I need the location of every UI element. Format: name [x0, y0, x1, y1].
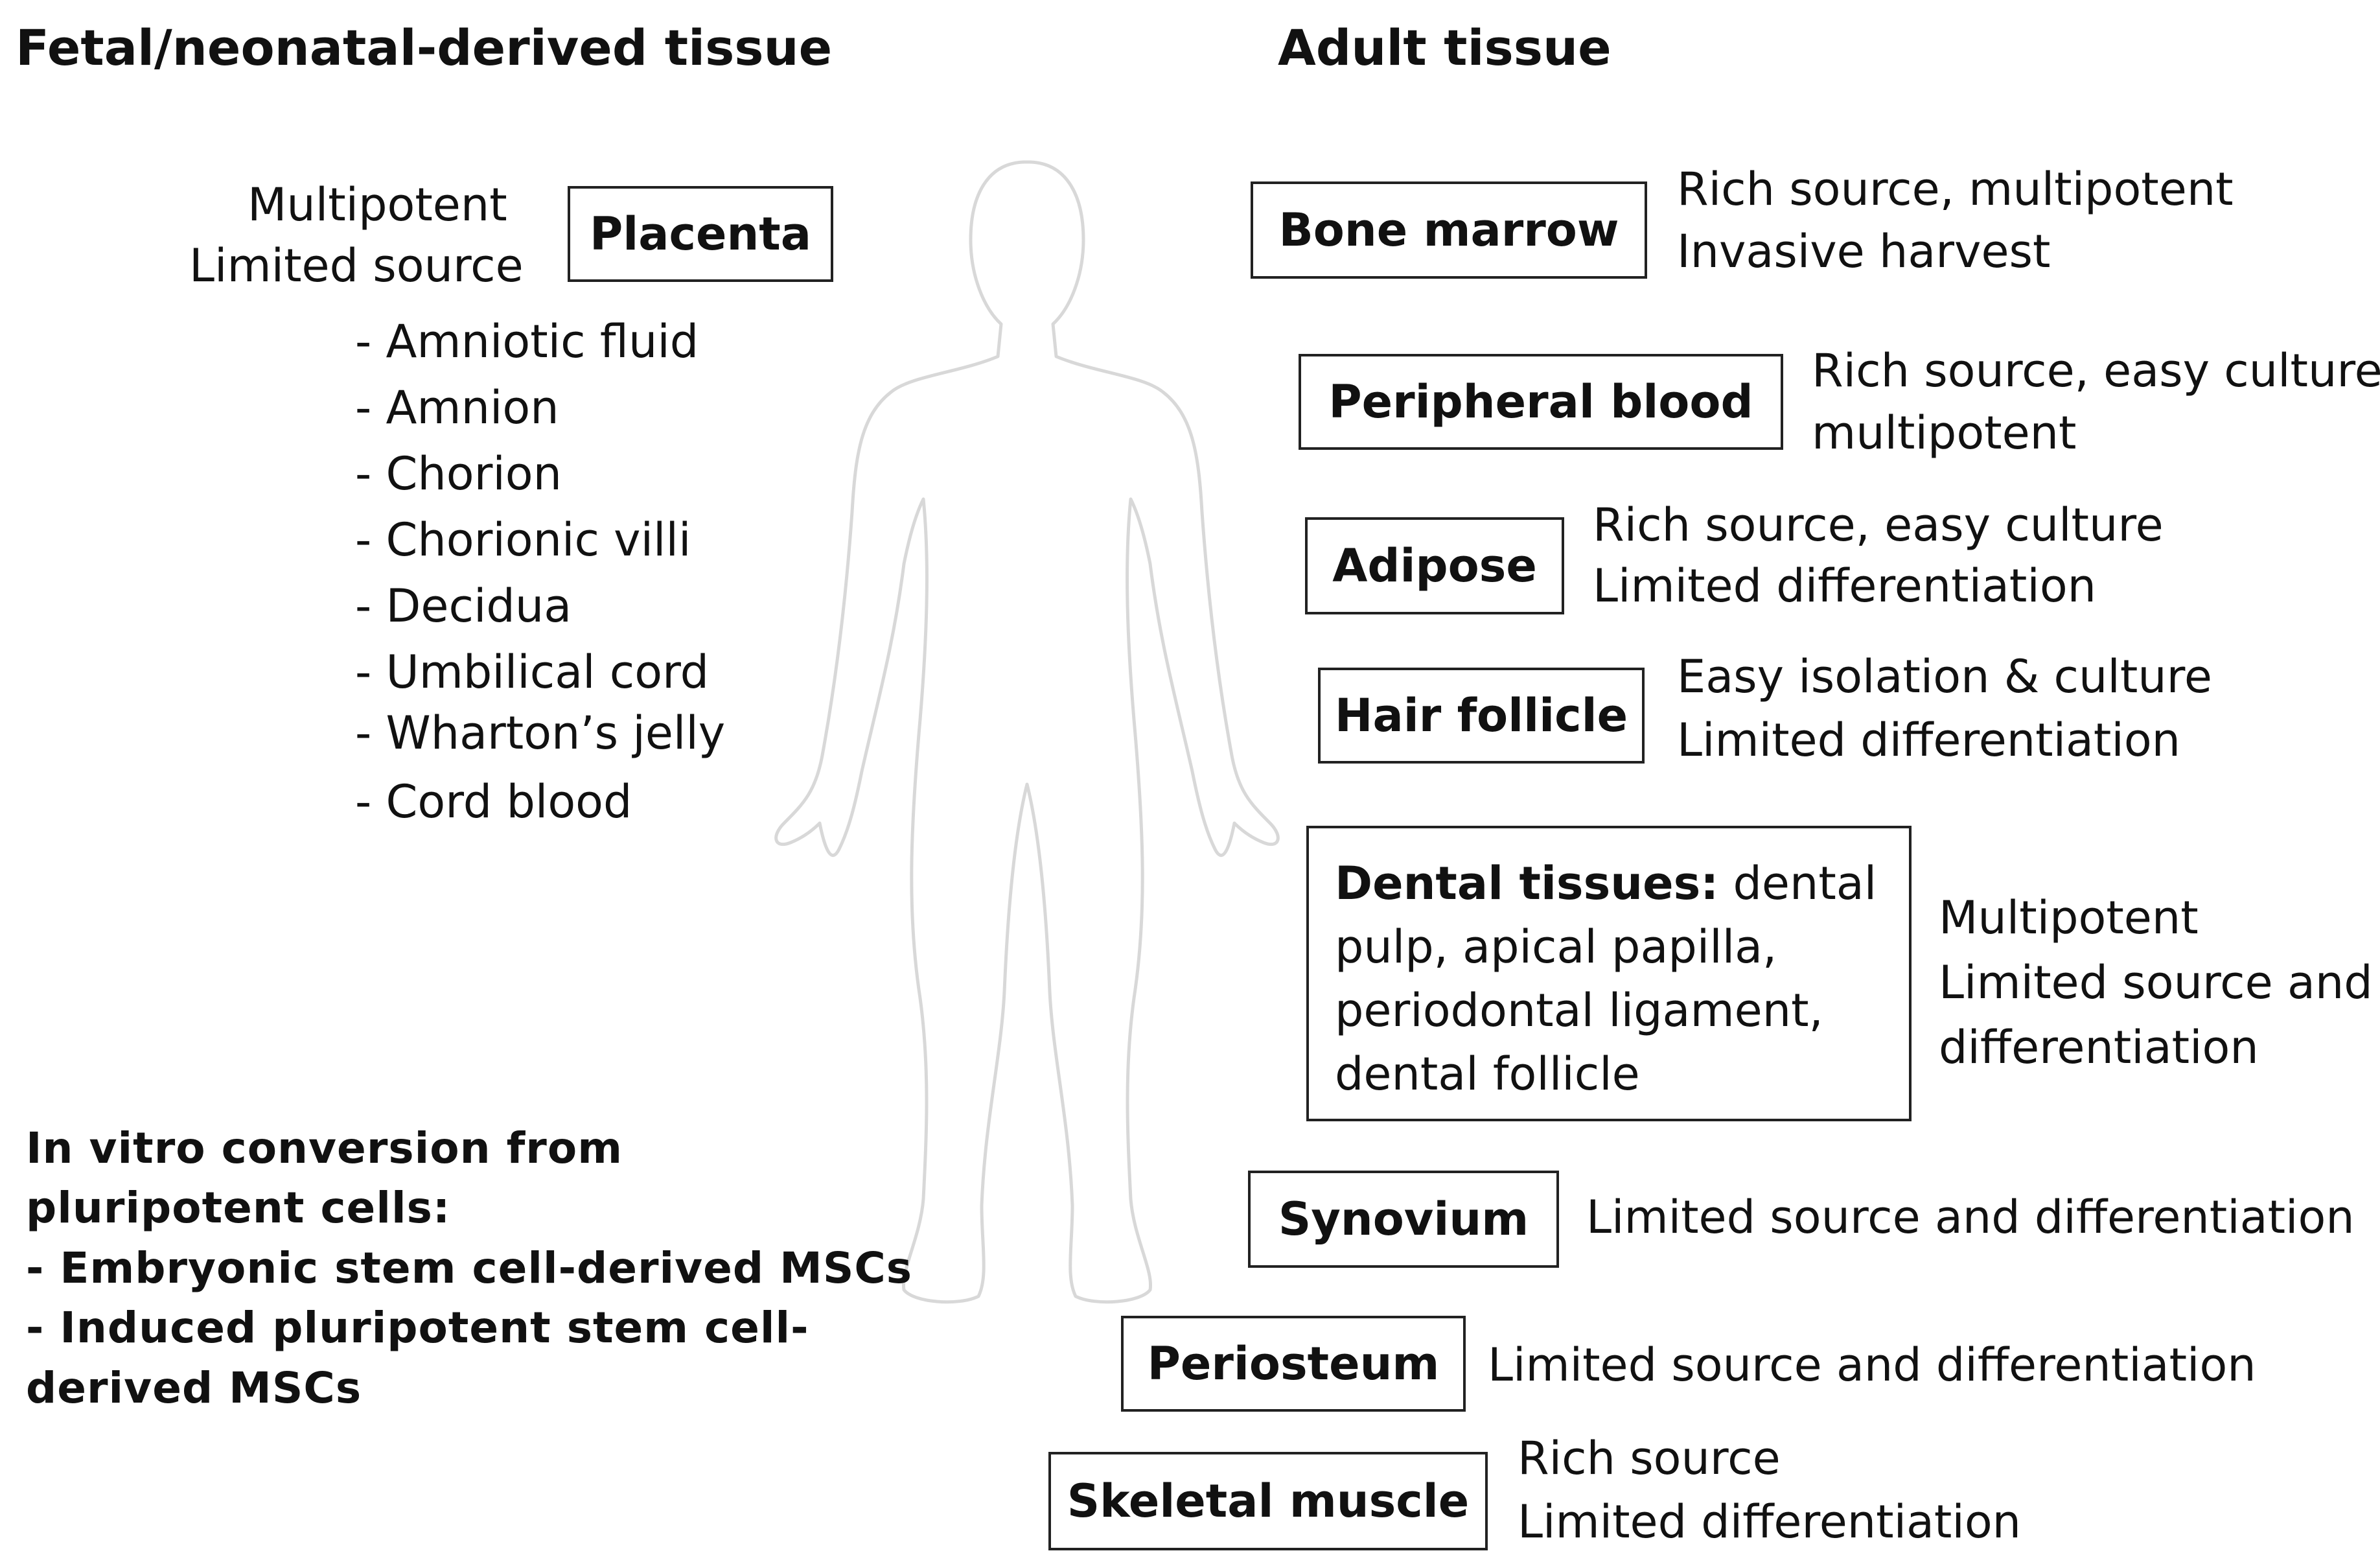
hair-follicle-note1: Easy isolation & culture	[1677, 650, 2212, 703]
invitro-item-esc: - Embryonic stem cell-derived MSCs	[26, 1243, 913, 1293]
hair-follicle-label: Hair follicle	[1334, 689, 1628, 742]
skeletal-muscle-label: Skeletal muscle	[1067, 1475, 1470, 1528]
invitro-item-ipsc-line1: - Induced pluripotent stem cell-	[26, 1303, 809, 1353]
hair-follicle-box: Hair follicle	[1318, 668, 1645, 764]
bone-marrow-note2: Invasive harvest	[1677, 225, 2051, 278]
periosteum-box: Periosteum	[1121, 1316, 1466, 1412]
skeletal-muscle-box: Skeletal muscle	[1048, 1452, 1488, 1550]
adipose-note2: Limited differentiation	[1593, 559, 2097, 613]
dental-line3: periodontal ligament,	[1335, 984, 1823, 1037]
list-item: - Chorion	[355, 447, 562, 500]
skeletal-muscle-note1: Rich source	[1518, 1432, 1781, 1485]
bone-marrow-label: Bone marrow	[1278, 204, 1619, 257]
synovium-box: Synovium	[1248, 1171, 1559, 1268]
peripheral-blood-note1: Rich source, easy culture	[1812, 344, 2380, 397]
list-item: - Chorionic villi	[355, 513, 691, 566]
skeletal-muscle-note2: Limited differentiation	[1518, 1495, 2022, 1548]
dental-line4: dental follicle	[1335, 1047, 1640, 1101]
peripheral-blood-note2: multipotent	[1812, 406, 2077, 460]
adipose-label: Adipose	[1332, 539, 1537, 592]
hair-follicle-note2: Limited differentiation	[1677, 714, 2181, 767]
invitro-section: In vitro conversion from pluripotent cel…	[26, 1119, 912, 1418]
fetal-heading: Fetal/neonatal-derived tissue	[16, 19, 833, 76]
dental-note1: Multipotent	[1939, 891, 2199, 944]
periosteum-label: Periosteum	[1147, 1337, 1440, 1390]
peripheral-blood-box: Peripheral blood	[1299, 354, 1783, 450]
placenta-note-line2: Limited source	[189, 239, 524, 292]
adipose-note1: Rich source, easy culture	[1593, 498, 2164, 552]
synovium-note1: Limited source and differentiation	[1586, 1191, 2355, 1244]
placenta-box: Placenta	[568, 186, 833, 282]
list-item: - Decidua	[355, 579, 572, 633]
placenta-note-line1: Multipotent	[248, 178, 507, 231]
invitro-title-line2: pluripotent cells:	[26, 1183, 451, 1233]
dental-note2: Limited source and	[1939, 956, 2373, 1009]
dental-line2: pulp, apical papilla,	[1335, 920, 1777, 974]
synovium-label: Synovium	[1278, 1193, 1529, 1246]
invitro-title-line1: In vitro conversion from	[26, 1123, 623, 1173]
bone-marrow-note1: Rich source, multipotent	[1677, 163, 2234, 216]
bone-marrow-box: Bone marrow	[1251, 181, 1647, 279]
dental-label-rest: dental	[1718, 857, 1877, 910]
periosteum-note1: Limited source and differentiation	[1488, 1338, 2256, 1392]
list-item: - Amnion	[355, 381, 559, 434]
peripheral-blood-label: Peripheral blood	[1328, 375, 1753, 428]
list-item: - Umbilical cord	[355, 646, 710, 699]
invitro-item-ipsc-line2: derived MSCs	[26, 1362, 362, 1413]
adult-heading: Adult tissue	[1278, 19, 1612, 76]
list-item: - Amniotic fluid	[355, 315, 699, 368]
human-silhouette-icon	[774, 160, 1280, 1304]
adipose-box: Adipose	[1305, 517, 1564, 614]
placenta-label: Placenta	[589, 207, 812, 261]
list-item: - Wharton’s jelly	[355, 706, 726, 760]
list-item: - Cord blood	[355, 775, 632, 828]
dental-label-bold: Dental tissues:	[1335, 857, 1719, 910]
dental-note3: differentiation	[1939, 1021, 2259, 1074]
dental-tissues-box: Dental tissues: dental pulp, apical papi…	[1306, 826, 1912, 1121]
